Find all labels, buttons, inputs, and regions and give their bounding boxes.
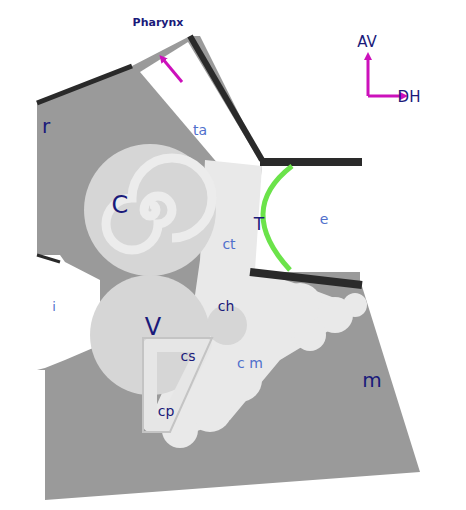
part-label: ta [193, 123, 207, 137]
part-label: ch [218, 299, 235, 313]
part-label: cs [181, 349, 196, 363]
part-label: i [52, 300, 56, 313]
part-label: c m [237, 356, 263, 370]
part-label: DH [398, 90, 421, 105]
part-label: Pharynx [133, 17, 184, 28]
part-label: C [112, 193, 129, 217]
part-label: T [254, 216, 264, 233]
part-label: e [320, 212, 329, 226]
part-label: cp [158, 404, 175, 418]
part-label: V [145, 315, 161, 339]
part-label: ct [222, 237, 235, 251]
part-label: AV [357, 35, 377, 50]
part-label: m [362, 370, 381, 390]
part-label: r [42, 116, 50, 136]
